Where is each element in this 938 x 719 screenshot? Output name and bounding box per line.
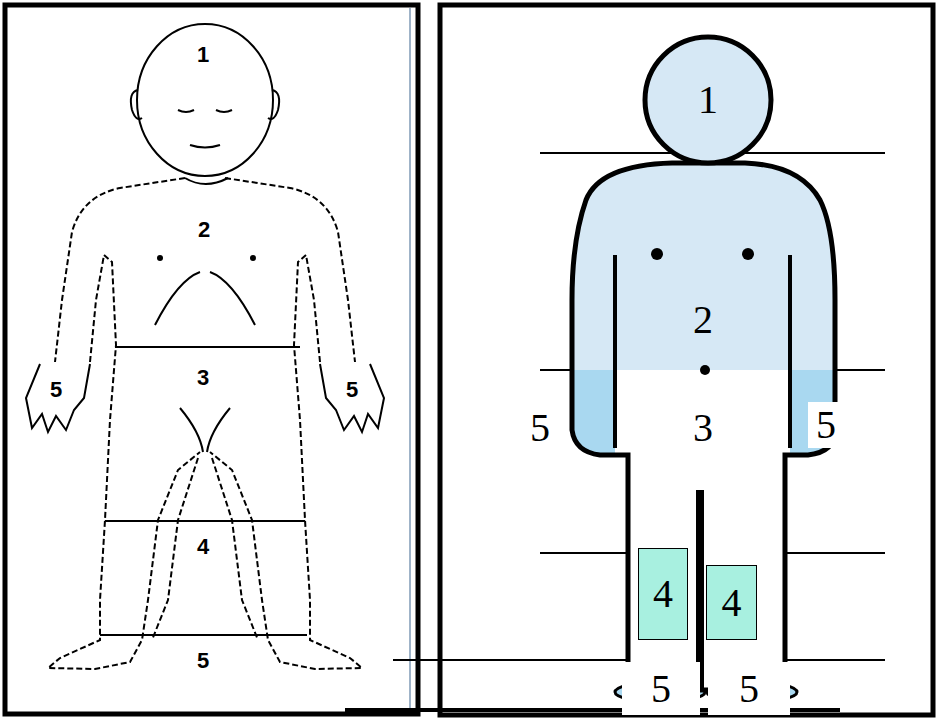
- region-number: 2: [198, 219, 210, 241]
- region-number: 4: [722, 583, 742, 623]
- region-number: 5: [651, 669, 671, 709]
- region-number: 5: [50, 379, 62, 401]
- region-number: 5: [197, 650, 209, 672]
- region-number: 3: [197, 367, 209, 389]
- region-number: 5: [346, 379, 358, 401]
- region-number: 2: [693, 300, 713, 340]
- number-patch: 5: [622, 662, 700, 715]
- region-box: 4: [638, 548, 688, 640]
- region-number: 3: [693, 408, 713, 448]
- number-patch: 5: [808, 402, 844, 448]
- region-number: 5: [530, 408, 550, 448]
- region-number: 5: [816, 405, 836, 445]
- region-number: 5: [739, 669, 759, 709]
- region-number: 4: [197, 536, 209, 558]
- region-box: 4: [706, 565, 757, 640]
- region-number: 1: [698, 80, 718, 120]
- number-patch: 5: [708, 662, 790, 715]
- region-number: 1: [197, 44, 209, 66]
- region-number: 4: [653, 574, 673, 614]
